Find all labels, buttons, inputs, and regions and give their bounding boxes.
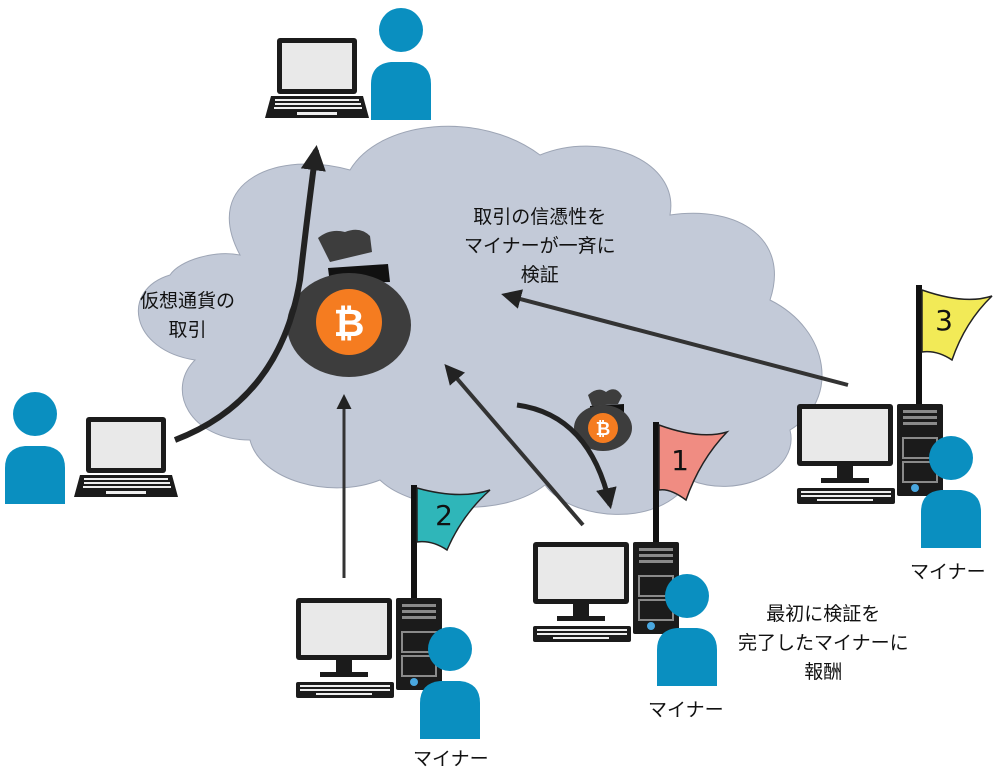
desktop-computer-icon-miner-3 [796,403,944,505]
bitcoin-icon: ₿ [316,289,382,355]
flag-icon-1 [653,422,730,545]
label-miner-right: マイナー [910,561,986,583]
desktop-computer-icon-miner-1 [532,541,680,643]
user-icon-left [5,392,65,504]
flag-icon-3 [916,285,993,405]
svg-text:₿: ₿ [596,419,611,440]
verify-arrow-miner-3 [501,289,849,387]
flag-number-3: 3 [935,304,953,337]
flag-number-2: 2 [435,499,453,532]
flag-number-1: 1 [671,444,689,477]
desktop-computer-icon-miner-2 [295,597,443,699]
label-miner-bottom: マイナー [413,748,489,770]
user-icon-top [371,8,431,120]
network-cloud [137,125,823,515]
laptop-icon-top [265,38,369,118]
svg-text:₿: ₿ [334,301,365,345]
verify-arrow-miner-1 [444,363,585,527]
label-reward-first-miner: 最初に検証を 完了したマイナーに 報酬 [738,603,909,683]
laptop-icon-left [74,417,178,497]
small-bitcoin-icon [588,413,618,443]
label-verify-authenticity: 取引の信憑性を マイナーが一斉に 検証 [464,206,616,286]
transaction-arrow [173,145,326,443]
label-miner-center: マイナー [648,699,724,721]
label-crypto-transaction: 仮想通貨の 取引 [140,290,236,341]
reward-arrow [516,402,617,510]
flag-icon-2 [411,485,491,600]
small-money-bag-icon: ₿ [574,389,632,451]
